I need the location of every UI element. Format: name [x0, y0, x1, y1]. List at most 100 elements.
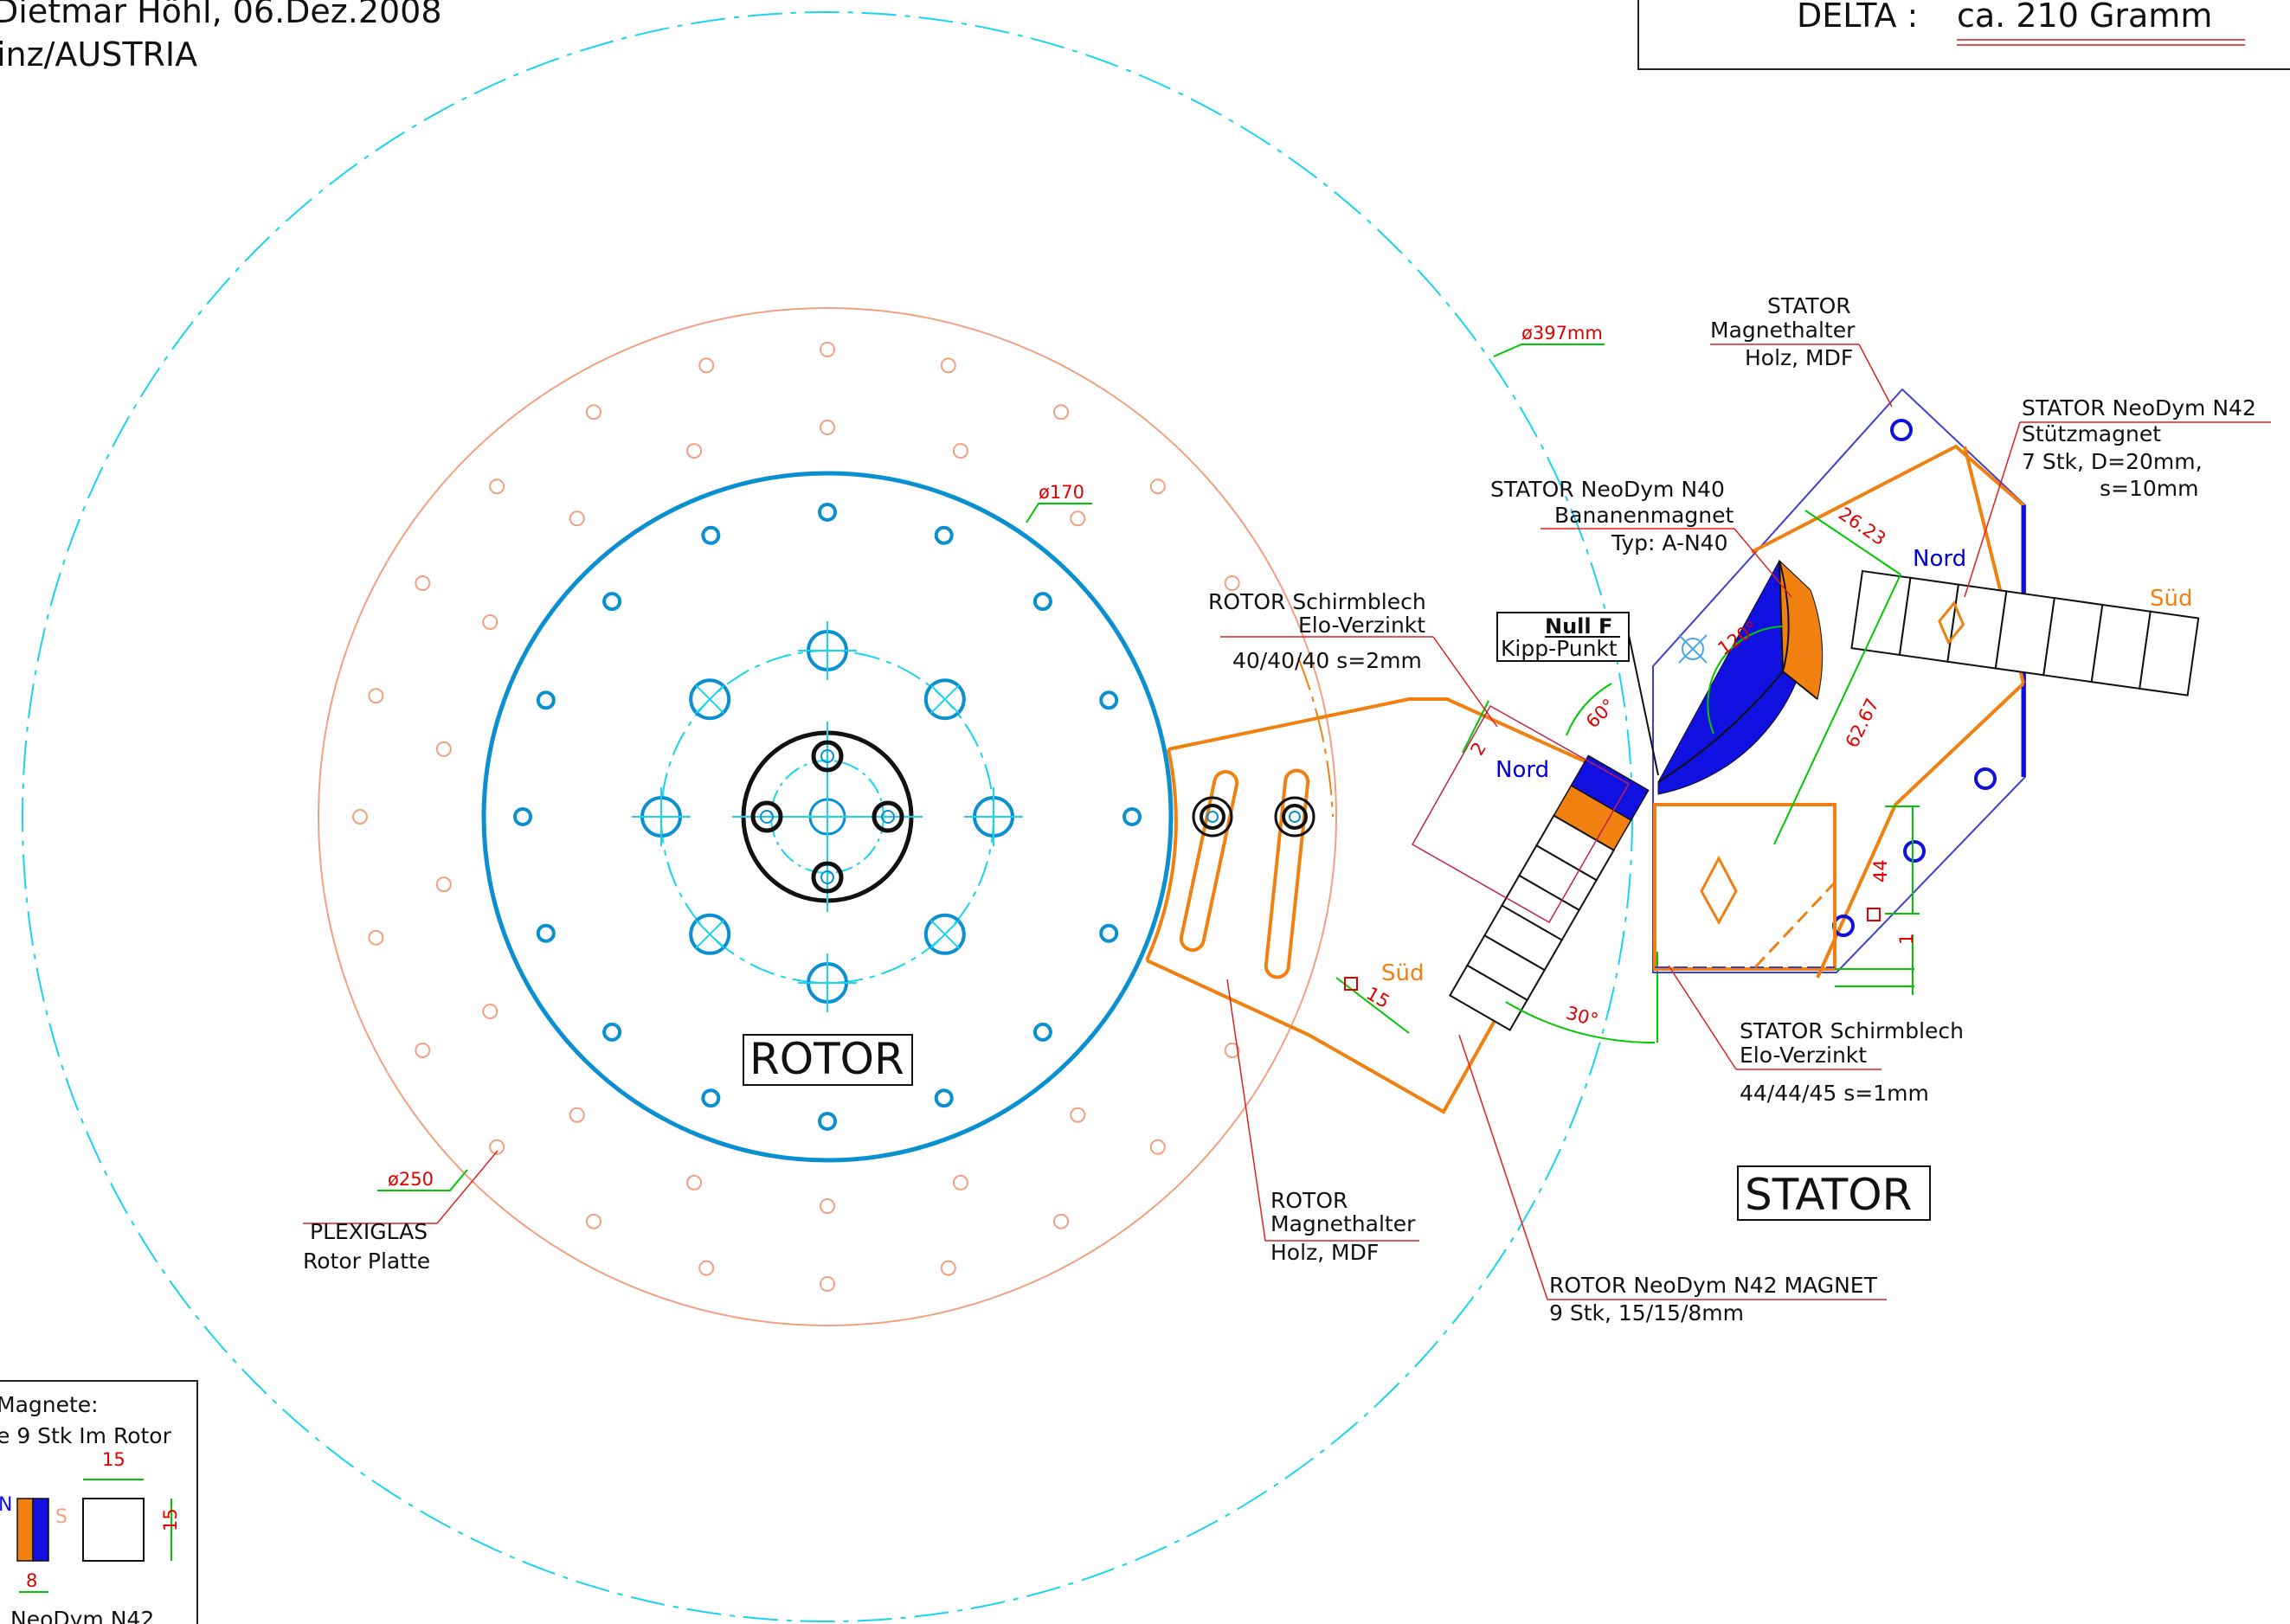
- disc-hole: [818, 1112, 837, 1131]
- plate-hole: [1149, 478, 1166, 495]
- disc-hole: [536, 923, 556, 943]
- stator-n42-label-4: s=10mm: [2100, 476, 2199, 501]
- hub-bolt-bore: [881, 810, 895, 824]
- rotor-disc: [481, 471, 1174, 1163]
- plate-hole: [489, 1139, 505, 1155]
- stator-dim-2623: 26.23: [1804, 504, 1901, 575]
- stator-n42-label-1: STATOR NeoDym N42: [2022, 395, 2256, 420]
- plate-hole: [415, 1043, 431, 1058]
- plate-hole: [569, 1107, 585, 1123]
- plate-hole: [940, 1260, 956, 1276]
- plate-hole: [952, 1174, 968, 1191]
- plate-hole: [482, 614, 499, 630]
- plate-hole: [698, 1260, 715, 1276]
- plate-hole: [698, 357, 715, 374]
- svg-text:1: 1: [1896, 934, 1917, 945]
- stator-dim-44: 44: [1867, 806, 1920, 921]
- rotor-angle-60: 60°: [1566, 683, 1619, 736]
- disc-hole: [602, 1022, 622, 1042]
- svg-text:26.23: 26.23: [1835, 504, 1889, 550]
- plate-hole: [1053, 1213, 1069, 1229]
- plate-hole: [435, 741, 452, 757]
- rotor-shield-callout: ROTOR Schirmblech Elo-Verzinkt 40/40/40 …: [1208, 589, 1498, 728]
- svg-text:ø397mm: ø397mm: [1521, 323, 1603, 343]
- disc-hole: [818, 503, 837, 522]
- stator-holder-label-2: Magnethalter: [1710, 318, 1856, 343]
- rotor-nord-label: Nord: [1496, 757, 1549, 783]
- svg-text:ø250: ø250: [388, 1169, 434, 1190]
- rotor-shield-plate: [1411, 704, 1631, 924]
- stator-shield-callout: STATOR Schirmblech Elo-Verzinkt 44/44/45…: [1668, 965, 1964, 1106]
- disc-hole: [1099, 923, 1119, 943]
- rotor-title-box: [743, 1034, 913, 1086]
- legend-dim-15-side: 15: [160, 1508, 181, 1531]
- plate-hole: [940, 357, 956, 374]
- hub-holes: [632, 621, 1023, 1012]
- plexiglas-plate: [318, 307, 1337, 1326]
- hub-bolt-bore: [820, 870, 834, 884]
- disc-hole: [513, 807, 532, 826]
- plate-hole: [435, 876, 452, 893]
- stator-n40-label-2: Bananenmagnet: [1554, 503, 1734, 528]
- author-line: Dietmar Höhl, 06.Dez.2008: [0, 0, 442, 30]
- kipp-punkt-label: Kipp-Punkt: [1501, 636, 1618, 661]
- svg-text:2: 2: [1467, 739, 1490, 760]
- disc-hole: [1032, 592, 1052, 612]
- svg-text:30°: 30°: [1564, 1003, 1600, 1031]
- stator-shield-label-1: STATOR Schirmblech: [1740, 1018, 1964, 1043]
- disc-hole: [701, 1088, 721, 1108]
- rotor-shield-label-3: 40/40/40 s=2mm: [1232, 648, 1422, 673]
- plate-hole: [352, 809, 368, 825]
- disc-hole: [1122, 807, 1142, 826]
- rotor-magnet-callout: ROTOR NeoDym N42 MAGNET 9 Stk, 15/15/8mm: [1458, 1034, 1887, 1326]
- plexiglas-callout: PLEXIGLAS Rotor Platte: [303, 1150, 499, 1274]
- stator-holder-label-3: Holz, MDF: [1745, 345, 1853, 370]
- rotor-title: ROTOR: [749, 1034, 904, 1084]
- rotor-sud-label: Süd: [1381, 960, 1425, 986]
- plate-hole: [415, 575, 431, 591]
- hub-bolts: [750, 740, 904, 894]
- plate-hole: [368, 929, 384, 946]
- location-line: inz/AUSTRIA: [0, 35, 197, 74]
- weight-label: DELTA :: [1797, 0, 1918, 35]
- stator-nord-label: Nord: [1913, 546, 1966, 572]
- disc-hole: [602, 592, 622, 612]
- plate-hole: [482, 1004, 499, 1019]
- weight-box: DELTA : ca. 210 Gramm: [1637, 0, 2290, 70]
- rotor-holder-callout: ROTOR Magnethalter Holz, MDF: [1226, 979, 1419, 1265]
- stator-n42-label-3: 7 Stk, D=20mm,: [2022, 449, 2203, 474]
- plate-hole: [586, 1213, 601, 1229]
- stator-sud-label: Süd: [2150, 586, 2193, 612]
- plate-hole: [686, 1174, 703, 1191]
- legend-dim-8: 8: [26, 1570, 37, 1591]
- plexiglas-label-2: Rotor Platte: [303, 1248, 430, 1274]
- legend-magnet-side: [16, 1498, 34, 1562]
- hub-bolt: [811, 740, 844, 773]
- dim-plate-250: ø250: [377, 1169, 468, 1191]
- legend-magnet-face: [82, 1498, 145, 1562]
- rotor-shield-label-1: ROTOR Schirmblech: [1208, 589, 1426, 614]
- stator-shield-label-2: Elo-Verzinkt: [1740, 1043, 1867, 1068]
- stator-holder-callout: STATOR Magnethalter Holz, MDF: [1710, 293, 1893, 408]
- rotor-disc-holes: [513, 503, 1142, 1131]
- disc-hole: [934, 1088, 954, 1108]
- hub-hole: [923, 678, 966, 721]
- plate-hole: [820, 1198, 835, 1214]
- stator-n42-callout: STATOR NeoDym N42 Stützmagnet 7 Stk, D=2…: [1964, 395, 2271, 598]
- plate-hole: [1053, 404, 1069, 420]
- svg-text:15: 15: [1363, 983, 1393, 1012]
- disc-hole: [934, 525, 954, 545]
- svg-text:ø170: ø170: [1039, 482, 1084, 503]
- plate-hole: [489, 478, 505, 495]
- plate-hole: [952, 443, 968, 459]
- plate-hole: [686, 443, 703, 459]
- stator-holder-label-1: STATOR: [1767, 293, 1851, 318]
- dim-disc-170: ø170: [1026, 482, 1092, 523]
- hub-bolt-bore: [820, 749, 834, 763]
- rotor-holder-label-3: Holz, MDF: [1270, 1240, 1379, 1265]
- plate-hole: [820, 1276, 835, 1292]
- hub-bolt: [750, 800, 783, 833]
- disc-hole: [536, 690, 556, 710]
- hub-hole: [689, 913, 731, 955]
- null-f-box: Null F Kipp-Punkt: [1496, 612, 1659, 776]
